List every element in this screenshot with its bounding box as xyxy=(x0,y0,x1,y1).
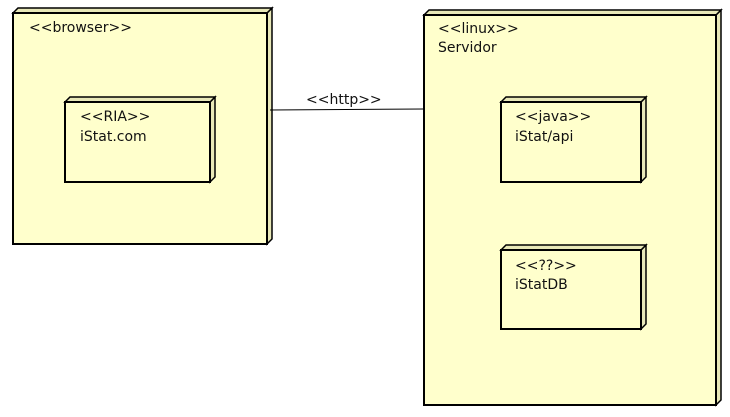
db-node[interactable] xyxy=(499,243,648,331)
ria-name: iStat.com xyxy=(80,129,147,145)
server-name: Servidor xyxy=(438,40,497,56)
api-name: iStat/api xyxy=(515,129,574,145)
api-stereotype: <<java>> xyxy=(515,109,592,125)
browser-stereotype: <<browser>> xyxy=(29,20,132,36)
db-stereotype: <<??>> xyxy=(515,258,577,274)
ria-node[interactable] xyxy=(63,95,217,184)
server-node[interactable] xyxy=(422,8,723,407)
db-name: iStatDB xyxy=(515,277,568,293)
ria-stereotype: <<RIA>> xyxy=(80,109,151,125)
http-connector-label: <<http>> xyxy=(306,92,382,108)
http-connector-line[interactable] xyxy=(269,108,425,111)
api-node[interactable] xyxy=(499,95,648,184)
server-stereotype: <<linux>> xyxy=(438,21,519,37)
